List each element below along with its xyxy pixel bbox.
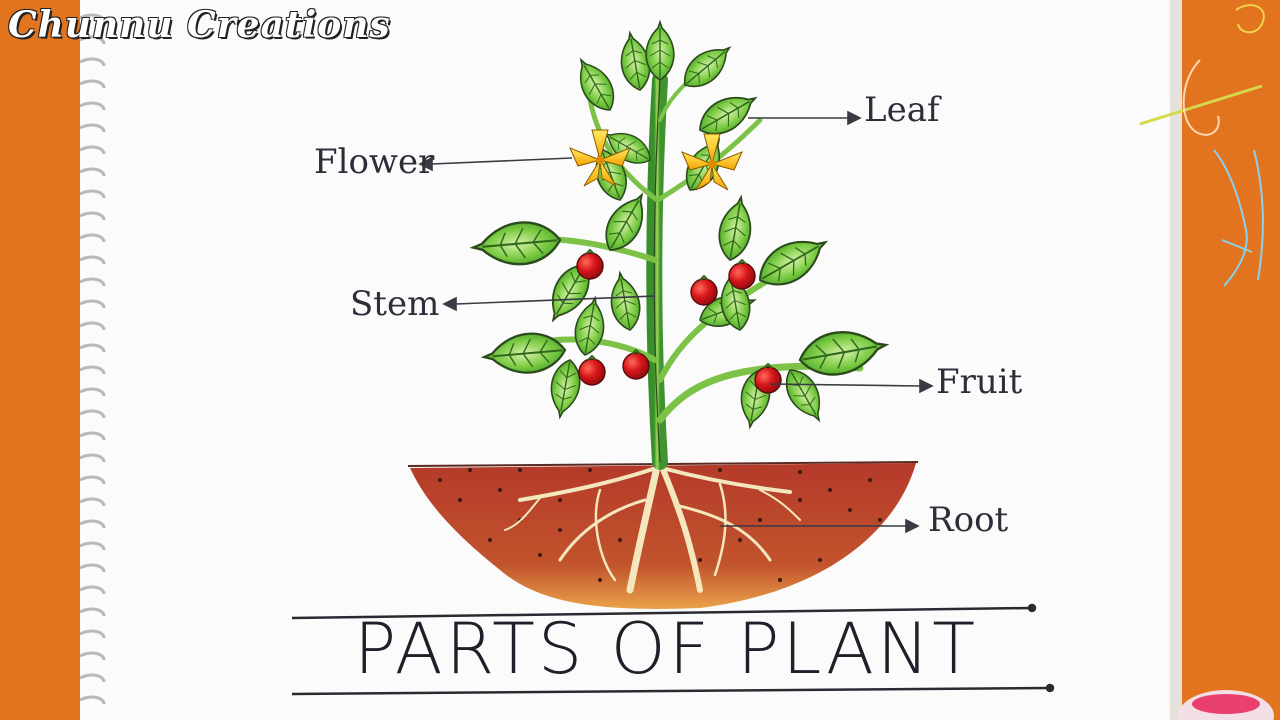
spiral-ring bbox=[79, 409, 106, 419]
soil-dot bbox=[738, 538, 742, 542]
bottle-cap-rim bbox=[1192, 694, 1260, 714]
soil-dot bbox=[798, 470, 802, 474]
spiral-ring bbox=[79, 189, 106, 199]
spiral-ring bbox=[79, 13, 106, 23]
label-stem: Stem bbox=[350, 284, 440, 324]
spiral-ring bbox=[79, 541, 106, 551]
spiral-ring bbox=[79, 255, 106, 265]
spiral-ring bbox=[79, 519, 106, 529]
soil bbox=[410, 463, 916, 609]
soil-dot bbox=[758, 518, 762, 522]
spiral-ring bbox=[79, 431, 106, 441]
title-underlines bbox=[291, 603, 1055, 696]
soil-dot bbox=[698, 558, 702, 562]
soil-dot bbox=[618, 538, 622, 542]
spiral-ring bbox=[79, 123, 106, 133]
soil-dot bbox=[558, 498, 562, 502]
spiral-ring bbox=[79, 277, 106, 287]
soil-dot bbox=[778, 578, 782, 582]
soil-dot bbox=[848, 508, 852, 512]
label-leaf: Leaf bbox=[864, 90, 940, 130]
soil-dot bbox=[438, 478, 442, 482]
spiral-ring bbox=[79, 563, 106, 573]
soil-dots bbox=[438, 468, 882, 582]
label-root: Root bbox=[928, 500, 1009, 540]
spiral-ring bbox=[79, 365, 106, 375]
roots bbox=[504, 458, 801, 594]
spiral-ring bbox=[79, 343, 106, 353]
spiral-binding bbox=[79, 13, 106, 705]
soil-dot bbox=[798, 498, 802, 502]
spiral-ring bbox=[79, 651, 106, 661]
spiral-ring bbox=[79, 629, 106, 639]
soil-dot bbox=[558, 528, 562, 532]
spiral-ring bbox=[79, 299, 106, 309]
soil-dot bbox=[468, 468, 472, 472]
soil-dot bbox=[878, 518, 882, 522]
spiral-ring bbox=[79, 585, 106, 595]
watermark-logo: Chunnu Creations bbox=[8, 4, 391, 46]
spiral-ring bbox=[79, 101, 106, 111]
spiral-ring bbox=[79, 57, 106, 67]
soil-dot bbox=[488, 538, 492, 542]
spiral-ring bbox=[79, 387, 106, 397]
soil-dot bbox=[538, 553, 542, 557]
spiral-ring bbox=[79, 233, 106, 243]
spiral-ring bbox=[79, 211, 106, 221]
spiral-ring bbox=[79, 497, 106, 507]
soil-dot bbox=[588, 468, 592, 472]
soil-dot bbox=[868, 478, 872, 482]
spiral-ring bbox=[79, 145, 106, 155]
soil-dot bbox=[598, 578, 602, 582]
soil-dot bbox=[828, 488, 832, 492]
label-arrows bbox=[418, 110, 934, 534]
label-flower: Flower bbox=[314, 142, 435, 182]
spiral-ring bbox=[79, 79, 106, 89]
soil-dot bbox=[718, 468, 722, 472]
krishna-doodle-icon bbox=[1139, 4, 1265, 287]
soil-dot bbox=[498, 488, 502, 492]
spiral-ring bbox=[79, 695, 106, 705]
paper-edge-shadow bbox=[1170, 0, 1182, 720]
spiral-ring bbox=[79, 607, 106, 617]
diagram-title: PARTS OF PLANT bbox=[353, 608, 979, 690]
spiral-ring bbox=[79, 321, 106, 331]
spiral-ring bbox=[79, 35, 106, 45]
spiral-ring bbox=[79, 673, 106, 683]
spiral-ring bbox=[79, 167, 106, 177]
spiral-ring bbox=[79, 453, 106, 463]
spiral-ring bbox=[79, 475, 106, 485]
label-fruit: Fruit bbox=[936, 362, 1023, 402]
soil-dot bbox=[458, 498, 462, 502]
soil-dot bbox=[518, 468, 522, 472]
soil-dot bbox=[818, 558, 822, 562]
